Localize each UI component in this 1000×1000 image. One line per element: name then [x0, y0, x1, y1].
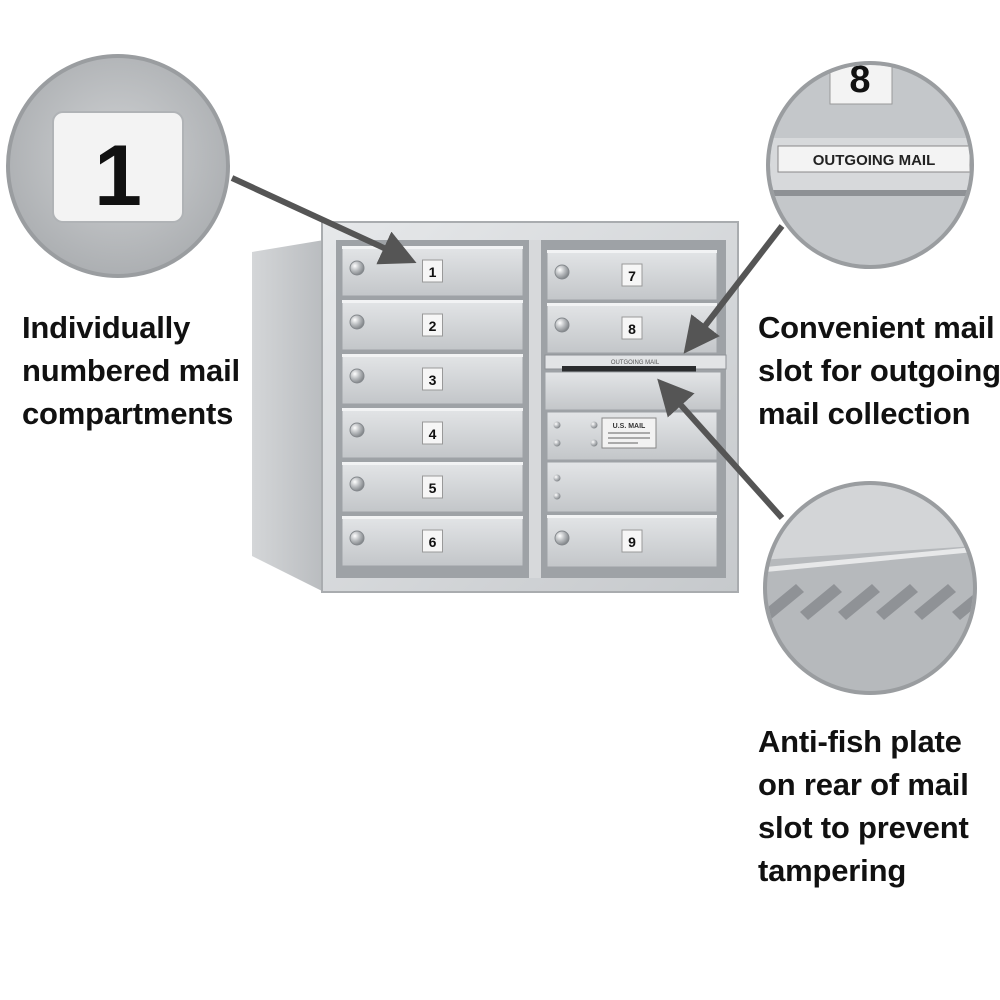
zoom-outgoing-badge: 8: [849, 59, 870, 101]
pointer-arrows: [230, 175, 785, 521]
caption-line: Anti-fish plate: [758, 724, 962, 759]
mailbox-side-panel: [252, 240, 324, 592]
lock-icon: [349, 260, 365, 276]
compartment-door[interactable]: 9: [546, 514, 718, 568]
lock-icon: [349, 530, 365, 546]
lock-icon: [349, 476, 365, 492]
rivet-icon: [590, 421, 598, 429]
caption-antifish-plate: Anti-fish plate on rear of mail slot to …: [758, 720, 969, 892]
rivet-icon: [553, 492, 561, 500]
compartment-door[interactable]: 7: [546, 249, 718, 301]
compartment-door[interactable]: 3: [341, 353, 524, 405]
caption-line: compartments: [22, 396, 234, 431]
caption-line: Individually: [22, 310, 191, 345]
compartment-number: 1: [429, 264, 437, 280]
compartment-number: 5: [429, 480, 437, 496]
compartment-number: 4: [429, 426, 437, 442]
left-compartment-column: 1 2 3 4 5 6: [341, 245, 524, 567]
rivet-icon: [553, 421, 561, 429]
blank-compartment-door[interactable]: [546, 461, 718, 513]
compartment-door[interactable]: 4: [341, 407, 524, 459]
right-compartment-column: 7 8 9: [546, 249, 718, 568]
antifish-slot: [800, 584, 842, 620]
rivet-icon: [553, 474, 561, 482]
lock-icon: [554, 530, 570, 546]
lock-icon: [554, 264, 570, 280]
zoom-badge-number: 1: [94, 128, 142, 224]
antifish-slot: [914, 584, 956, 620]
compartment-number: 3: [429, 372, 437, 388]
lock-icon: [349, 422, 365, 438]
slot-label: OUTGOING MAIL: [611, 360, 660, 366]
zoom-outgoing-text: OUTGOING MAIL: [813, 152, 936, 169]
mailbox-unit: 1 2 3 4 5 6 7 8 9 OUTGOING MAIL U.S. MAIL: [252, 221, 739, 593]
caption-line: on rear of mail: [758, 767, 969, 802]
antifish-slot: [952, 584, 973, 620]
antifish-slots: [767, 545, 973, 620]
zoom-number-badge: 1: [6, 54, 230, 278]
compartment-number: 8: [628, 321, 636, 337]
compartment-number: 6: [429, 534, 437, 550]
antifish-slot: [876, 584, 918, 620]
compartment-door[interactable]: 5: [341, 461, 524, 513]
rivet-icon: [553, 439, 561, 447]
outgoing-mail-slot[interactable]: OUTGOING MAIL: [544, 354, 727, 411]
caption-line: mail collection: [758, 396, 971, 431]
compartment-door[interactable]: 6: [341, 515, 524, 567]
caption-line: slot for outgoing: [758, 353, 1000, 388]
rivet-icon: [590, 439, 598, 447]
antifish-slot: [767, 584, 804, 620]
antifish-slot: [838, 584, 880, 620]
zoom-outgoing-label: 8 OUTGOING MAIL: [766, 59, 974, 269]
caption-line: Convenient mail: [758, 310, 995, 345]
caption-line: slot to prevent: [758, 810, 969, 845]
zoom-antifish-plate: [763, 481, 977, 695]
arrow-to-antifish-plate: [657, 378, 785, 521]
compartment-door[interactable]: 2: [341, 299, 524, 351]
lock-icon: [554, 317, 570, 333]
compartment-number: 9: [628, 534, 636, 550]
caption-outgoing-slot: Convenient mail slot for outgoing mail c…: [758, 306, 1000, 435]
lock-icon: [349, 368, 365, 384]
compartment-door[interactable]: 1: [341, 245, 524, 297]
usmail-label: U.S. MAIL: [613, 423, 646, 430]
compartment-number: 2: [429, 318, 437, 334]
arrow-to-compartment-1: [230, 175, 417, 265]
caption-line: numbered mail: [22, 353, 240, 388]
compartment-number: 7: [628, 268, 636, 284]
caption-line: tampering: [758, 853, 907, 888]
caption-numbered-compartments: Individually numbered mail compartments: [22, 306, 240, 435]
arrow-to-outgoing-slot: [683, 224, 785, 354]
usmail-plate: U.S. MAIL: [601, 417, 657, 449]
lock-icon: [349, 314, 365, 330]
